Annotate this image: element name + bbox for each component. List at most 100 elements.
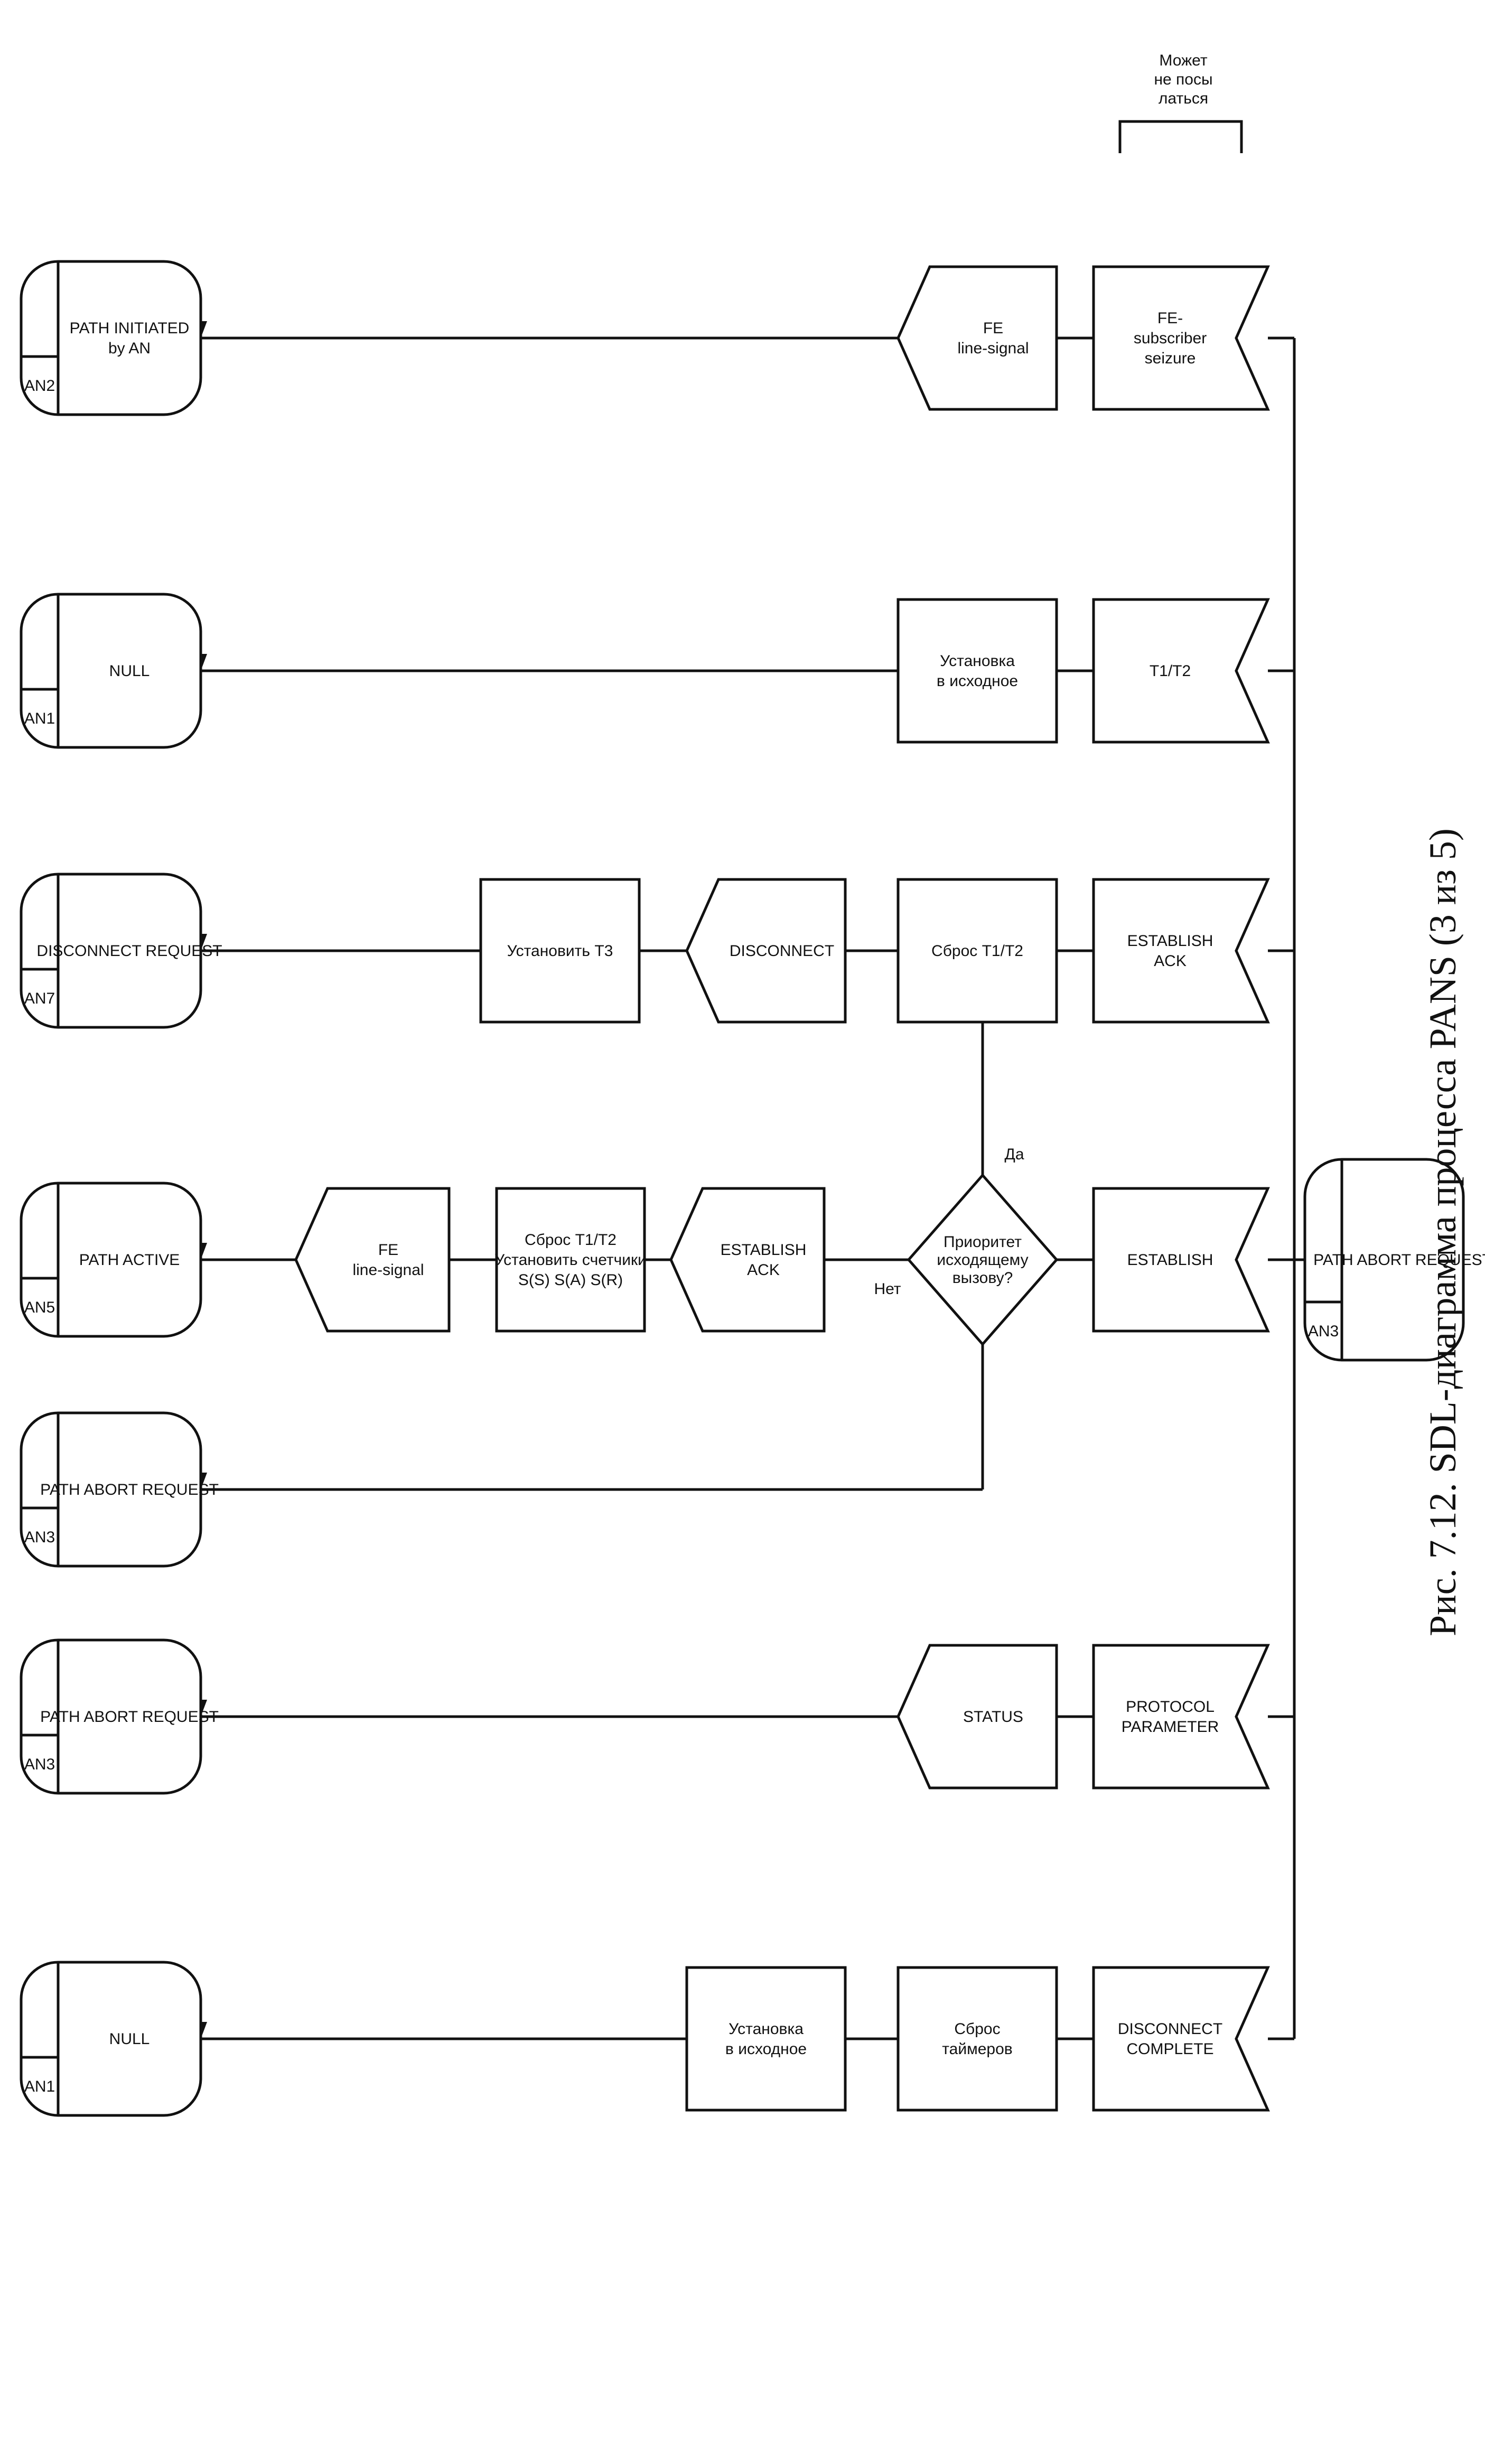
branch-1-state [20, 260, 202, 416]
branch-3-state-code-text: AN7 [24, 990, 55, 1007]
branch-2-state-code: AN1 [24, 710, 55, 727]
branch-6-state-code-text: AN1 [24, 2078, 55, 2095]
start-state-name: PATH ABORT REQUEST [1313, 1251, 1485, 1269]
branch-4-state-name-text: PATH ACTIVE [79, 1251, 180, 1269]
branch-3-state-name-text: DISCONNECT REQUEST [36, 942, 222, 960]
branch-6-input [1092, 1966, 1270, 2112]
branch-5-input [1092, 1644, 1270, 1790]
branch-4-no-label: Нет [874, 1280, 901, 1298]
branch-5-state-code: AN3 [24, 1756, 55, 1773]
branch-2-state [20, 593, 202, 749]
branch-4-decision [907, 1173, 1059, 1346]
branch-4-input-label: ESTABLISH [1127, 1251, 1213, 1269]
branch-4-state-code: AN5 [24, 1299, 55, 1316]
start-state-code: AN3 [1308, 1323, 1339, 1340]
branch-4-yes-state-name-text: PATH ABORT REQUEST [40, 1481, 219, 1498]
branch-1-input [1092, 265, 1270, 411]
branch-3-task-1-label: Сброс T1/T2 [931, 942, 1023, 960]
branch-3-task-3 [479, 878, 641, 1024]
branch-2-input [1092, 598, 1270, 744]
branch-6-task-2 [685, 1966, 847, 2112]
branch-2-state-code-text: AN1 [24, 710, 55, 727]
start-state-code-text: AN3 [1308, 1323, 1339, 1340]
start-state [1303, 1158, 1465, 1362]
branch-3-task-1-label-text: Сброс T1/T2 [931, 942, 1023, 960]
branch-2-input-label: T1/T2 [1150, 662, 1191, 680]
branch-4-yes-label-text: Да [1004, 1146, 1024, 1163]
branch-1-state-code-text: AN2 [24, 377, 55, 395]
branch-3-state-name: DISCONNECT REQUEST [36, 942, 222, 960]
branch-3-output-2 [685, 878, 847, 1024]
branch-4-state-code-text: AN5 [24, 1299, 55, 1316]
branch-4-yes-state-code: AN3 [24, 1529, 55, 1546]
branch-6-state-name: NULL [109, 2030, 150, 2048]
branch-4-state [20, 1182, 202, 1338]
branch-3-state [20, 873, 202, 1029]
branch-6-state-code: AN1 [24, 2078, 55, 2095]
branch-4-input-label-text: ESTABLISH [1127, 1251, 1213, 1269]
branch-5-state [20, 1638, 202, 1795]
branch-4-yes-state [20, 1411, 202, 1568]
branch-3-state-code: AN7 [24, 990, 55, 1007]
branch-3-output-2-label: DISCONNECT [730, 942, 834, 960]
branch-3-task-3-label-text: Установить T3 [507, 942, 613, 960]
branch-5-output-1 [896, 1644, 1058, 1790]
branch-4-yes-label: Да [1004, 1146, 1024, 1163]
branch-2-state-name: NULL [109, 662, 150, 680]
branch-3-task-1 [896, 878, 1058, 1024]
branch-6-state-name-text: NULL [109, 2030, 150, 2048]
branch-5-output-1-label-text: STATUS [963, 1708, 1023, 1726]
branch-5-state-code-text: AN3 [24, 1756, 55, 1773]
start-state-name-text: PATH ABORT REQUEST [1313, 1251, 1485, 1269]
branch-3-task-3-label: Установить T3 [507, 942, 613, 960]
branch-4-task-2 [495, 1187, 646, 1333]
branch-6-state [20, 1961, 202, 2117]
branch-5-state-name: PATH ABORT REQUEST [40, 1708, 219, 1726]
branch-3-input [1092, 878, 1270, 1024]
branch-2-input-label-text: T1/T2 [1150, 662, 1191, 680]
branch-2-state-name-text: NULL [109, 662, 150, 680]
branch-4-yes-state-code-text: AN3 [24, 1529, 55, 1546]
branch-4-output-3 [294, 1187, 451, 1333]
branch-2-task-1 [896, 598, 1058, 744]
branch-5-state-name-text: PATH ABORT REQUEST [40, 1708, 219, 1726]
diagram-caption: Рис. 7.12. SDL-диаграмма процесса PANS (… [1422, 828, 1464, 1636]
branch-5-output-1-label: STATUS [963, 1708, 1023, 1726]
branch-4-output-1 [669, 1187, 826, 1333]
branch-4-yes-state-name: PATH ABORT REQUEST [40, 1481, 219, 1498]
branch-6-task-1 [896, 1966, 1058, 2112]
branch-4-no-label-text: Нет [874, 1280, 901, 1298]
branch-1-state-code: AN2 [24, 377, 55, 395]
comment-bracket [1118, 120, 1243, 153]
branch-1-output-1 [896, 265, 1058, 411]
branch-4-input [1092, 1187, 1270, 1333]
